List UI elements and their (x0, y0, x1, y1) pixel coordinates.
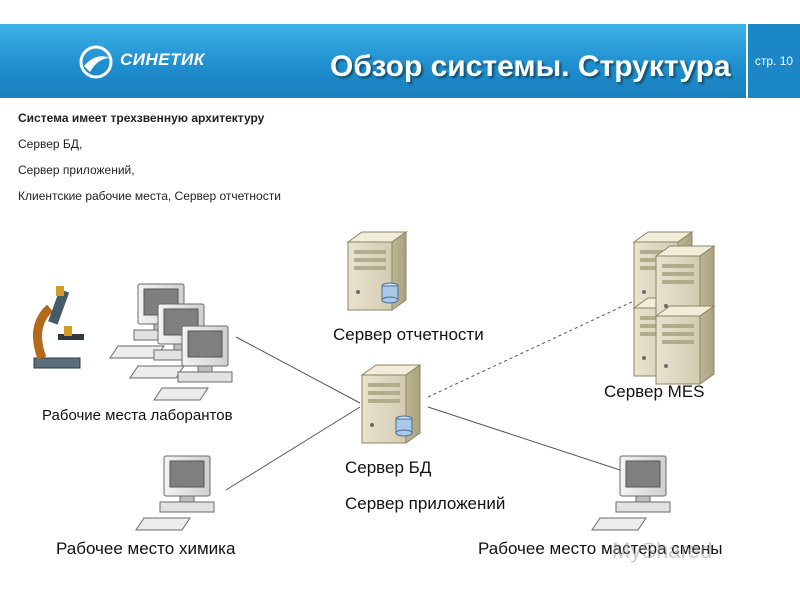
link-db-to-mes (427, 299, 637, 398)
mes-server-icon (633, 231, 715, 385)
label-lab-workstations: Рабочие места лаборантов (42, 407, 233, 424)
label-db-server: Сервер БД (345, 458, 432, 477)
label-mes-server: Сервер MES (604, 382, 705, 401)
watermark: MyShared (612, 538, 713, 563)
shift-master-workstation-icon (591, 455, 671, 531)
logo-text: СИНЕТИК (120, 50, 205, 69)
page-title: Обзор системы. Структура (330, 50, 731, 83)
label-app-server: Сервер приложений (345, 494, 506, 513)
label-chemist-workstation: Рабочее место химика (56, 539, 236, 558)
label-shift-master-workstation: Рабочее место мастера смены (478, 539, 723, 558)
page-number-label: стр. 10 (754, 54, 794, 68)
link-lab-to-db (235, 336, 361, 404)
lab-workstations-icon (109, 283, 233, 401)
chemist-workstation-icon (135, 455, 215, 531)
link-chemist-to-db (225, 406, 361, 491)
intro-text: Система имеет трехзвенную архитектуру Се… (18, 110, 281, 214)
intro-line-clients: Клиентские рабочие места, Сервер отчетно… (18, 189, 281, 203)
db-server-icon (361, 364, 421, 444)
microscope-icon (33, 286, 84, 369)
header-bar (0, 24, 746, 98)
synetic-logo-icon (79, 45, 113, 79)
reporting-server-icon (347, 231, 407, 311)
label-reporting-server: Сервер отчетности (333, 325, 484, 344)
link-db-to-master (427, 406, 621, 471)
page-number: стр. 10 (748, 24, 800, 98)
intro-line-db: Сервер БД, (18, 137, 83, 151)
intro-line-architecture: Система имеет трехзвенную архитектуру (18, 111, 265, 125)
intro-line-app: Сервер приложений, (18, 163, 135, 177)
